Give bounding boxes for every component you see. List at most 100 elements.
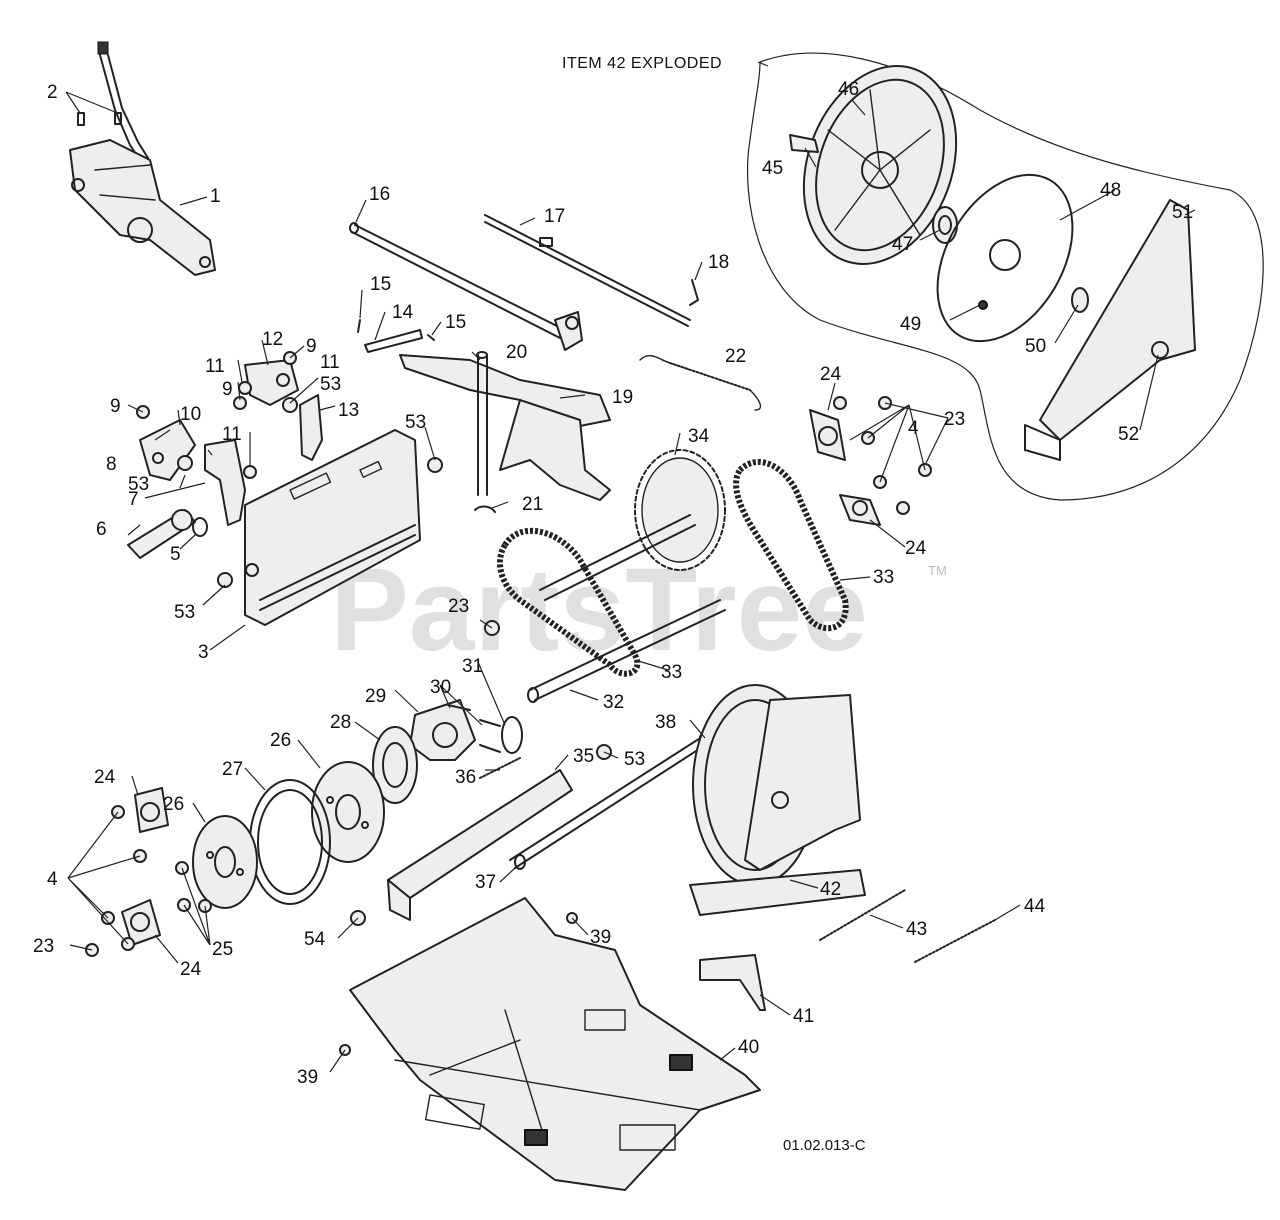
- callout-14: 14: [392, 302, 414, 323]
- part-3-side-plate: [244, 429, 421, 626]
- part-44-spring: [914, 919, 996, 963]
- part-33-chain-left: [497, 527, 641, 677]
- callout-30: 30: [430, 677, 451, 698]
- part-18-clip: [689, 279, 699, 306]
- callout-6: 6: [96, 519, 107, 540]
- callout-1: 1: [210, 186, 221, 207]
- callout-3: 3: [198, 642, 209, 663]
- callout-39-a: 39: [590, 927, 611, 948]
- part-30-bolts: [447, 704, 501, 753]
- callout-47: 47: [892, 234, 913, 255]
- part-24-flange-left-bottom: [121, 899, 161, 946]
- callout-31: 31: [462, 656, 483, 677]
- part-51-frame: [1024, 199, 1196, 461]
- callout-12: 12: [262, 329, 283, 350]
- part-16-shaft: [349, 222, 583, 351]
- callout-23-a: 23: [944, 409, 965, 430]
- callout-20: 20: [506, 342, 527, 363]
- part-43-spring: [819, 889, 906, 941]
- part-31-ring: [501, 716, 523, 754]
- callout-37: 37: [475, 872, 496, 893]
- part-28-bearing: [372, 726, 418, 804]
- callout-52: 52: [1118, 424, 1139, 445]
- part-21-clip: [474, 505, 496, 513]
- callout-24-b: 24: [905, 538, 927, 559]
- part-24-flange-right-top: [809, 409, 846, 461]
- part-33-chain-right: [733, 459, 849, 632]
- callout-53-e: 53: [624, 749, 645, 770]
- part-17-rod: [484, 214, 691, 327]
- callout-18: 18: [708, 252, 729, 273]
- part-1-shift-lever: [69, 41, 216, 276]
- callout-53-a: 53: [128, 474, 149, 495]
- callout-19: 19: [612, 387, 633, 408]
- part-32-axle: [527, 514, 726, 703]
- part-19-bracket: [399, 354, 611, 501]
- callout-11-b: 11: [320, 352, 340, 373]
- callout-34: 34: [688, 426, 710, 447]
- part-24-flange-right-bottom: [839, 494, 881, 526]
- callout-25: 25: [212, 939, 233, 960]
- callout-13: 13: [338, 400, 359, 421]
- callout-35: 35: [573, 746, 594, 767]
- callout-53-b: 53: [174, 602, 195, 623]
- callout-53-d: 53: [405, 412, 426, 433]
- callout-44: 44: [1024, 896, 1046, 917]
- part-10-bracket: [204, 439, 246, 526]
- part-14-link: [364, 329, 423, 353]
- callout-48: 48: [1100, 180, 1121, 201]
- callout-49: 49: [900, 314, 921, 335]
- part-45-bolt: [789, 134, 819, 153]
- callout-21: 21: [522, 494, 543, 515]
- callout-15-a: 15: [370, 274, 391, 295]
- part-8-bracket: [139, 419, 196, 481]
- part-47-bearing: [932, 206, 958, 244]
- callout-10: 10: [180, 404, 201, 425]
- part-42-idler-assembly: [689, 684, 866, 916]
- callout-9-c: 9: [222, 379, 233, 400]
- callout-23-c: 23: [33, 936, 54, 957]
- exploded-note-leader: [757, 61, 769, 67]
- part-5-bushing: [192, 517, 208, 537]
- watermark-tm: TM: [928, 563, 947, 578]
- callout-5: 5: [170, 544, 181, 565]
- callout-9-b: 9: [306, 336, 317, 357]
- part-36-spring: [479, 757, 521, 779]
- exploded-note: ITEM 42 EXPLODED: [562, 55, 722, 72]
- callout-24-a: 24: [820, 364, 842, 385]
- callout-45: 45: [762, 158, 783, 179]
- watermark: PartsTree: [330, 544, 868, 676]
- callout-33-b: 33: [873, 567, 894, 588]
- callout-54: 54: [304, 929, 326, 950]
- callout-7: 7: [128, 489, 139, 510]
- callout-16: 16: [369, 184, 390, 205]
- callout-24-c: 24: [94, 767, 116, 788]
- part-48-plate: [936, 173, 1074, 343]
- callout-53-c: 53: [320, 374, 341, 395]
- part-41-bracket: [699, 954, 766, 1011]
- callout-28: 28: [330, 712, 351, 733]
- callout-9-a: 9: [110, 396, 121, 417]
- part-40-shield: [349, 897, 761, 1191]
- callout-29: 29: [365, 686, 386, 707]
- callouts: 2 1 16 17 18 15 14 15 20 19 22 21 24 4 2…: [33, 79, 1193, 1088]
- callout-15-b: 15: [445, 312, 466, 333]
- part-2-screws: [77, 112, 122, 126]
- callout-32: 32: [603, 692, 624, 713]
- callout-11-a: 11: [205, 356, 225, 377]
- callout-26-a: 26: [163, 794, 184, 815]
- part-37-shaft: [509, 734, 711, 870]
- callout-23-b: 23: [448, 596, 469, 617]
- callout-46: 46: [838, 79, 859, 100]
- callout-43: 43: [906, 919, 927, 940]
- part-20-shaft: [476, 351, 488, 496]
- callout-38: 38: [655, 712, 676, 733]
- exploded-outline: [747, 52, 1264, 501]
- part-27-belt-pulley: [249, 779, 331, 905]
- callout-27: 27: [222, 759, 243, 780]
- callout-22: 22: [725, 346, 746, 367]
- callout-2: 2: [47, 82, 58, 103]
- callout-36: 36: [455, 767, 476, 788]
- part-46-wheel: [802, 65, 958, 265]
- part-50-bushing: [1071, 287, 1089, 313]
